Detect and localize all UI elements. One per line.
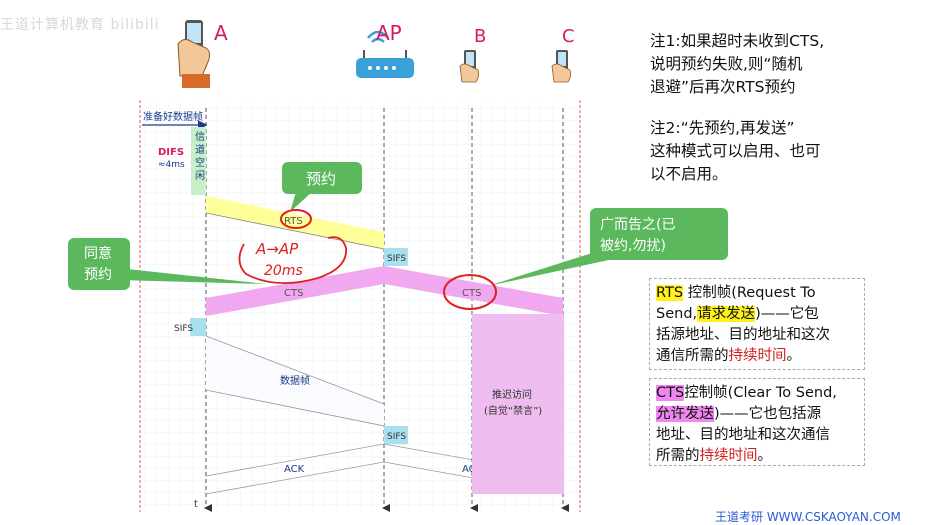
ink-scribble bbox=[238, 236, 347, 285]
defer-region bbox=[472, 314, 564, 494]
cts-band-left bbox=[206, 266, 384, 316]
sifs-box-3 bbox=[384, 426, 408, 444]
footer-brand: 王道考研 WWW.CSKAOYAN.COM bbox=[715, 510, 901, 524]
cts-label-left: CTS bbox=[284, 288, 303, 299]
note-2: 注2:“先预约,再发送” 这种模式可以启用、也可 以不启用。 bbox=[650, 119, 821, 183]
station-b-label: B bbox=[474, 26, 486, 47]
ack-line-left-top bbox=[205, 443, 385, 477]
ack-line-left-bottom bbox=[205, 461, 385, 495]
svg-text:道: 道 bbox=[195, 143, 205, 156]
hand-phone-icon-c bbox=[551, 50, 572, 83]
sifs-label-3: SIFS bbox=[387, 432, 406, 442]
cts-description-box: CTS控制帧(Clear To Send, 允许发送)——它也包括源 地址、目的… bbox=[649, 378, 865, 466]
sifs-box-1 bbox=[384, 248, 408, 266]
ack-label-left: ACK bbox=[284, 464, 305, 475]
ink-circle-rts bbox=[280, 209, 312, 229]
svg-text:信: 信 bbox=[195, 131, 205, 143]
note-1: 注1:如果超时未收到CTS, 说明预约失败,则“随机 退避”后再次RTS预约 bbox=[650, 32, 825, 96]
cts-label-right: CTS bbox=[462, 288, 481, 299]
rts-band bbox=[206, 196, 384, 249]
sifs-box-2 bbox=[190, 318, 206, 336]
ready-label: 准备好数据帧 bbox=[143, 110, 203, 123]
hand-phone-icon-a bbox=[177, 20, 211, 88]
idle-text: 信 道 空 闲 bbox=[195, 131, 205, 182]
svg-text:预约: 预约 bbox=[84, 267, 112, 283]
cts-band-right bbox=[384, 266, 563, 316]
svg-text:广而告之(已: 广而告之(已 bbox=[600, 217, 675, 233]
data-frame-edge-top bbox=[205, 335, 385, 405]
wifi-router-icon-ap bbox=[356, 30, 414, 78]
difs-label: DIFS bbox=[158, 147, 184, 158]
ink-circle-cts bbox=[443, 274, 497, 310]
svg-text:被约,勿扰): 被约,勿扰) bbox=[600, 238, 666, 254]
callout-broadcast: 广而告之(已 被约,勿扰) bbox=[488, 208, 728, 286]
station-a-label: A bbox=[214, 21, 228, 45]
station-ap-label: AP bbox=[376, 21, 402, 45]
callout-reserve: 预约 bbox=[282, 162, 362, 212]
data-frame-label: 数据帧 bbox=[280, 374, 310, 387]
time-axis-label: t bbox=[194, 499, 198, 510]
hand-phone-icon-b bbox=[459, 50, 480, 83]
sifs-label-2: SIFS bbox=[174, 324, 193, 334]
svg-text:空: 空 bbox=[195, 156, 205, 169]
ink-text-1: A→AP bbox=[255, 240, 299, 258]
difs-time: ≈4ms bbox=[158, 160, 185, 170]
station-c-label: C bbox=[562, 26, 575, 47]
callout-agree: 同意 预约 bbox=[68, 238, 266, 290]
sifs-label-1: SIFS bbox=[387, 254, 406, 264]
rts-edge bbox=[205, 212, 385, 250]
svg-text:闲: 闲 bbox=[195, 169, 205, 182]
data-frame-band bbox=[206, 336, 384, 426]
watermark: 王道计算机教育 bilibili bbox=[0, 17, 160, 33]
defer-label-2: (自觉“禁言”) bbox=[484, 404, 542, 417]
svg-text:同意: 同意 bbox=[84, 245, 112, 262]
rts-label: RTS bbox=[284, 216, 303, 227]
data-frame-edge-bottom bbox=[205, 389, 385, 427]
difs-box bbox=[191, 127, 206, 195]
defer-label-1: 推迟访问 bbox=[492, 388, 532, 401]
svg-text:预约: 预约 bbox=[306, 170, 336, 188]
ink-text-2: 20ms bbox=[264, 263, 303, 279]
rts-description-box: RTS 控制帧(Request To Send,请求发送)——它包 括源地址、目… bbox=[649, 278, 865, 370]
